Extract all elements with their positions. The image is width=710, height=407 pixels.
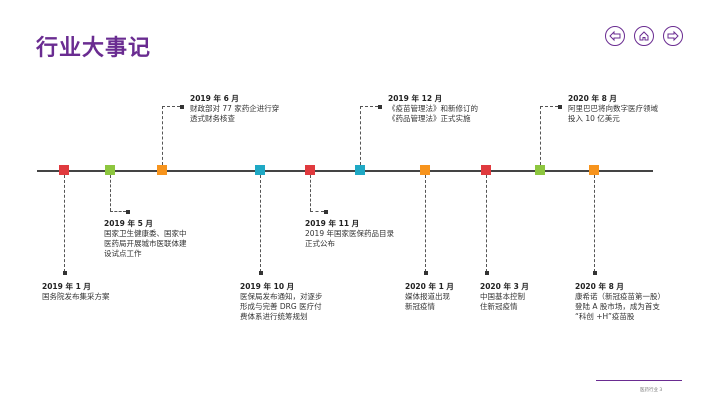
event-connector [425, 175, 426, 272]
event-description-line: 国务院发布集采方案 [42, 292, 110, 301]
event-description-line: 住新冠疫情 [480, 302, 518, 311]
event-connector [360, 106, 378, 107]
event-label: 2020 年 8 月阿里巴巴将向数字医疗领域投入 10 亿美元 [568, 94, 658, 124]
connector-end-dot [324, 209, 328, 214]
event-description-line: 医保局发布通知，对逐步 [240, 292, 323, 301]
timeline-marker [305, 165, 315, 175]
event-description-line: 形成与完善 DRG 医疗付 [240, 302, 322, 311]
event-connector [540, 106, 558, 107]
event-description-line: 费体系进行统筹规划 [240, 312, 308, 321]
event-date: 2019 年 11 月 [305, 219, 360, 228]
event-date: 2020 年 1 月 [405, 282, 454, 291]
timeline-marker [481, 165, 491, 175]
event-description-line: 设试点工作 [104, 249, 142, 258]
timeline-marker [157, 165, 167, 175]
timeline-marker [59, 165, 69, 175]
event-date: 2019 年 10 月 [240, 282, 295, 291]
page-title: 行业大事记 [36, 36, 152, 61]
event-connector [310, 211, 324, 212]
footer-text: 医药行业 3 [640, 388, 663, 393]
event-connector [110, 211, 126, 212]
event-label: 2019 年 10 月医保局发布通知，对逐步形成与完善 DRG 医疗付费体系进行… [240, 282, 323, 322]
event-connector [540, 106, 541, 165]
event-connector [162, 106, 163, 165]
event-description-line: 《疫苗管理法》和新修订的 [388, 104, 478, 113]
event-date: 2019 年 6 月 [190, 94, 239, 103]
connector-end-dot [180, 104, 184, 109]
event-description-line: 《药品管理法》正式实施 [388, 114, 471, 123]
event-description-line: 康希诺（新冠疫苗第一股） [575, 292, 665, 301]
event-description-line: 登陆 A 股市场，成为首支 [575, 302, 660, 311]
event-connector [360, 106, 361, 165]
event-date: 2019 年 12 月 [388, 94, 443, 103]
event-connector [64, 175, 65, 272]
connector-end-dot [62, 271, 67, 275]
timeline-marker [589, 165, 599, 175]
event-connector [594, 175, 595, 272]
event-description-line: 阿里巴巴将向数字医疗领域 [568, 104, 658, 113]
connector-end-dot [258, 271, 263, 275]
connector-end-dot [558, 104, 562, 109]
footer-divider [596, 380, 682, 381]
event-label: 2020 年 1 月媒体报道出现新冠疫情 [405, 282, 454, 312]
event-label: 2019 年 12 月《疫苗管理法》和新修订的《药品管理法》正式实施 [388, 94, 478, 124]
event-description-line: 国家卫生健康委、国家中 [104, 229, 187, 238]
event-description-line: 透式财务核查 [190, 114, 235, 123]
event-connector [162, 106, 180, 107]
event-date: 2020 年 8 月 [575, 282, 624, 291]
home-button[interactable] [634, 26, 654, 46]
event-connector [110, 175, 111, 211]
event-description-line: 投入 10 亿美元 [568, 114, 620, 123]
event-description-line: 媒体报道出现 [405, 292, 450, 301]
event-label: 2019 年 1 月国务院发布集采方案 [42, 282, 110, 302]
arrow-right-icon [667, 30, 679, 42]
connector-end-dot [423, 271, 428, 275]
event-date: 2019 年 5 月 [104, 219, 153, 228]
prev-button[interactable] [605, 26, 625, 46]
event-description-line: 正式公布 [305, 239, 335, 248]
connector-end-dot [126, 209, 130, 214]
timeline-marker [105, 165, 115, 175]
timeline-marker [535, 165, 545, 175]
event-description-line: 财政部对 77 家药企进行穿 [190, 104, 280, 113]
arrow-left-icon [609, 30, 621, 42]
home-icon [639, 31, 649, 41]
event-description-line: 新冠疫情 [405, 302, 435, 311]
event-description-line: 医药局开展城市医联体建 [104, 239, 187, 248]
event-description-line: 中国基本控制 [480, 292, 525, 301]
event-label: 2020 年 8 月康希诺（新冠疫苗第一股）登陆 A 股市场，成为首支“科创 +… [575, 282, 665, 322]
connector-end-dot [378, 104, 382, 109]
timeline-marker [255, 165, 265, 175]
event-description-line: 2019 年国家医保药品目录 [305, 229, 394, 238]
event-date: 2019 年 1 月 [42, 282, 91, 291]
event-label: 2020 年 3 月中国基本控制住新冠疫情 [480, 282, 529, 312]
connector-end-dot [592, 271, 597, 275]
event-label: 2019 年 6 月财政部对 77 家药企进行穿透式财务核查 [190, 94, 279, 124]
event-connector [486, 175, 487, 272]
next-button[interactable] [663, 26, 683, 46]
event-connector [310, 175, 311, 211]
connector-end-dot [484, 271, 489, 275]
timeline-marker [420, 165, 430, 175]
event-date: 2020 年 3 月 [480, 282, 529, 291]
event-date: 2020 年 8 月 [568, 94, 617, 103]
event-description-line: “科创 +H”疫苗股 [575, 312, 635, 321]
event-label: 2019 年 5 月国家卫生健康委、国家中医药局开展城市医联体建设试点工作 [104, 219, 187, 259]
timeline-marker [355, 165, 365, 175]
timeline-axis [37, 170, 653, 172]
event-connector [260, 175, 261, 272]
